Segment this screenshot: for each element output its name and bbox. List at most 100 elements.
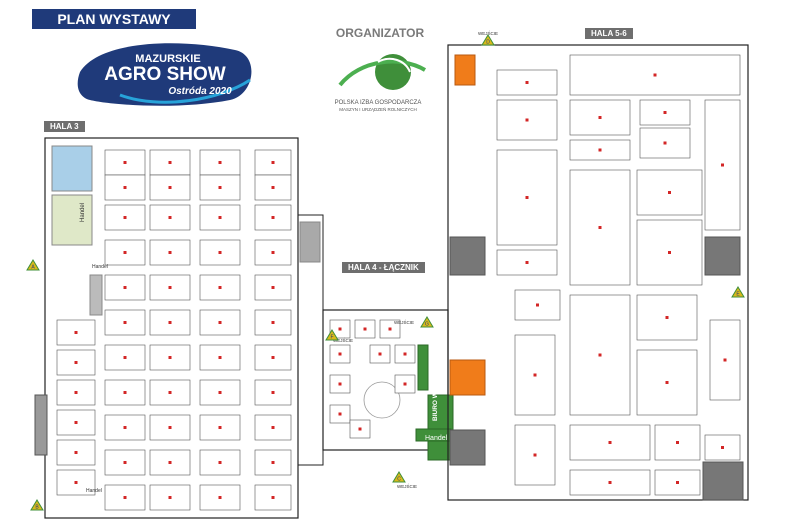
- booth-h56-marker: [598, 148, 602, 152]
- booth-h3-marker: [271, 496, 275, 499]
- booth-h3-marker: [271, 161, 275, 164]
- booth-h3-marker: [271, 286, 275, 289]
- booth-h3: [149, 174, 191, 201]
- entrance-letter: B: [35, 505, 39, 511]
- booth-h3: [199, 274, 241, 301]
- booth-h3-marker: [123, 321, 127, 324]
- booth-h3-marker: [123, 426, 127, 429]
- booth-h3-marker: [218, 496, 222, 499]
- booth-h56-marker: [676, 481, 679, 484]
- booth-h3-marker: [271, 426, 275, 429]
- booth-h3-marker: [168, 251, 172, 254]
- entrance-marker: [420, 316, 434, 328]
- plan-title: PLAN WYSTAWY: [32, 9, 196, 29]
- entrance-marker: [481, 34, 495, 46]
- booth-h56-marker: [668, 191, 671, 194]
- booth-h3-marker: [123, 216, 127, 219]
- booth-h4-marker: [338, 412, 342, 416]
- booth-h3-marker: [168, 216, 172, 219]
- booth-h56-marker: [525, 118, 529, 122]
- booth-h3-marker: [168, 426, 172, 429]
- booth-h56-marker: [608, 481, 612, 484]
- booth-h3-marker: [168, 286, 172, 289]
- booth-h3-marker: [123, 391, 127, 394]
- booth-h3: [149, 149, 191, 176]
- booth-h3-west-marker: [74, 361, 78, 364]
- booth-h56-marker: [676, 441, 679, 444]
- entrance-label-h56-north: WEJŚCIE: [478, 29, 498, 36]
- booth-h56-marker: [721, 163, 724, 167]
- booth-h3-marker: [168, 356, 172, 359]
- booth-h3-marker: [168, 321, 172, 324]
- booth-h56-marker: [721, 446, 724, 449]
- handel-label-5: Handel: [86, 488, 102, 494]
- booth-h4-marker: [338, 382, 342, 386]
- entrance-letter: C: [397, 477, 401, 483]
- hall-5-6-plan: [447, 44, 749, 501]
- booth-h56-marker: [533, 453, 537, 457]
- booth-h3-marker: [271, 391, 275, 394]
- organizer-logo-line1: POLSKA IZBA GOSPODARCZA: [335, 100, 422, 106]
- booth-h3-west-marker: [74, 391, 78, 394]
- booth-h3-marker: [218, 391, 222, 394]
- entrance-marker: [392, 471, 406, 483]
- handel-label-1: Handel: [432, 349, 439, 372]
- booth-h3-west-marker: [74, 331, 78, 334]
- booth-h4-marker: [358, 427, 362, 431]
- handel-label-3: Handel: [80, 203, 86, 222]
- handel-label-4: Handel: [92, 264, 108, 270]
- booth-h3: [199, 239, 241, 266]
- booth-h4-marker: [378, 352, 382, 356]
- booth-h4-marker: [403, 352, 407, 356]
- booth-h3-marker: [123, 461, 127, 464]
- booth-h3-marker: [218, 286, 222, 289]
- booth-h3-marker: [271, 251, 275, 254]
- handel-label-2: Handel: [425, 435, 448, 442]
- booth-h3-marker: [271, 186, 275, 189]
- organizer-logo: POLSKA IZBA GOSPODARCZA MASZYN I URZĄDZE…: [335, 54, 427, 112]
- booth-h3-marker: [123, 186, 127, 189]
- booth-h3-marker: [123, 356, 127, 359]
- entrance-letter: G: [425, 322, 429, 328]
- event-logo-line3: Ostróda 2020: [168, 86, 232, 97]
- booth-h3-marker: [123, 286, 127, 289]
- booth-h56-marker: [663, 141, 667, 145]
- booth-h56-marker: [525, 81, 529, 84]
- booth-h3-marker: [271, 321, 275, 324]
- event-logo: MAZURSKIE AGRO SHOW Ostróda 2020: [77, 43, 252, 106]
- entrance-label-h4-north: WEJŚCIE: [394, 318, 414, 325]
- booth-h3-west-marker: [74, 481, 78, 484]
- booth-h56-marker: [598, 226, 602, 229]
- booth-h4-marker: [403, 382, 407, 386]
- booth-h56-marker: [525, 196, 529, 199]
- booth-h56-marker: [665, 381, 669, 384]
- hall-3-label: HALA 3: [44, 121, 85, 132]
- booth-h3-marker: [218, 321, 222, 324]
- booth-h3-marker: [218, 216, 222, 219]
- event-logo-line2: AGRO SHOW: [104, 64, 225, 85]
- booth-h3: [254, 274, 292, 301]
- booth-h3-marker: [218, 426, 222, 429]
- organizer-logo-line2: MASZYN I URZĄDZEŃ ROLNICZYCH: [339, 106, 417, 112]
- entrance-marker: [325, 329, 339, 341]
- booth-h3-marker: [271, 356, 275, 359]
- booth-h56-marker: [533, 373, 537, 377]
- booth-h4-marker: [338, 352, 342, 356]
- entrance-marker: [731, 286, 745, 298]
- booth-h3-marker: [271, 216, 275, 219]
- booth-h56-marker: [668, 251, 671, 254]
- booth-h3-marker: [123, 161, 127, 164]
- office-label: BIURO WYSTAWY: [432, 364, 439, 421]
- booth-h3-west-marker: [74, 421, 78, 424]
- entrance-letter: D: [486, 40, 490, 46]
- booth-h56-marker: [663, 111, 667, 114]
- booth-h4-marker: [388, 327, 392, 331]
- hall-4-label: HALA 4 - ŁĄCZNIK: [342, 262, 425, 273]
- entrance-letter: F: [330, 335, 333, 341]
- booth-h4-marker: [338, 327, 342, 331]
- booth-h3-marker: [168, 391, 172, 394]
- hall-3-booths: [56, 149, 292, 511]
- booth-h56-marker: [653, 73, 657, 77]
- booth-h3-marker: [168, 461, 172, 464]
